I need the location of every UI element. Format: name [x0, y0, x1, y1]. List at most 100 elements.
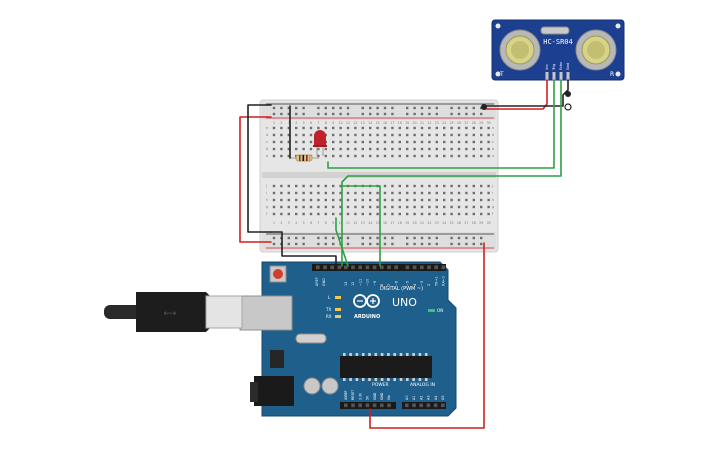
terminal-hole[interactable] — [295, 191, 298, 195]
rail-hole[interactable] — [383, 112, 387, 116]
terminal-hole[interactable] — [435, 198, 438, 202]
terminal-hole[interactable] — [280, 147, 283, 151]
terminal-hole[interactable] — [309, 184, 313, 188]
rail-hole[interactable] — [472, 106, 475, 110]
wire-red-5v[interactable] — [369, 242, 485, 429]
terminal-hole[interactable] — [302, 212, 305, 216]
terminal-hole[interactable] — [450, 147, 453, 151]
terminal-hole[interactable] — [309, 147, 313, 151]
digital-pin-hole[interactable] — [387, 265, 391, 270]
terminal-hole[interactable] — [324, 212, 327, 216]
terminal-hole[interactable] — [383, 133, 387, 137]
rail-hole[interactable] — [302, 242, 305, 246]
terminal-hole[interactable] — [435, 154, 438, 158]
terminal-hole[interactable] — [295, 133, 298, 137]
terminal-hole[interactable] — [487, 154, 490, 158]
terminal-hole[interactable] — [472, 205, 475, 209]
wire-black-arduino-gnd[interactable] — [270, 231, 337, 267]
rail-hole[interactable] — [346, 112, 350, 116]
terminal-hole[interactable] — [346, 198, 350, 202]
terminal-hole[interactable] — [369, 212, 372, 216]
terminal-hole[interactable] — [369, 154, 372, 158]
terminal-hole[interactable] — [332, 147, 335, 151]
terminal-hole[interactable] — [339, 212, 342, 216]
terminal-hole[interactable] — [472, 154, 475, 158]
terminal-hole[interactable] — [302, 147, 305, 151]
digital-pin-hole[interactable] — [365, 265, 370, 270]
terminal-hole[interactable] — [287, 147, 290, 151]
terminal-hole[interactable] — [480, 212, 483, 216]
terminal-hole[interactable] — [339, 205, 342, 209]
terminal-hole[interactable] — [280, 198, 283, 202]
terminal-hole[interactable] — [272, 140, 276, 144]
terminal-hole[interactable] — [287, 184, 290, 188]
terminal-hole[interactable] — [480, 140, 483, 144]
terminal-hole[interactable] — [346, 212, 350, 216]
terminal-hole[interactable] — [376, 140, 379, 144]
wire-green-pin-a[interactable] — [335, 217, 349, 267]
terminal-hole[interactable] — [480, 205, 483, 209]
rail-hole[interactable] — [272, 236, 276, 240]
terminal-hole[interactable] — [280, 154, 283, 158]
terminal-hole[interactable] — [346, 205, 350, 209]
rail-hole[interactable] — [295, 242, 298, 246]
rail-hole[interactable] — [391, 112, 394, 116]
terminal-hole[interactable] — [465, 140, 468, 144]
terminal-hole[interactable] — [376, 154, 379, 158]
terminal-hole[interactable] — [369, 126, 372, 130]
terminal-hole[interactable] — [428, 212, 431, 216]
terminal-hole[interactable] — [376, 198, 379, 202]
terminal-hole[interactable] — [383, 184, 387, 188]
rail-hole[interactable] — [465, 112, 468, 116]
analog-pin-hole[interactable] — [433, 403, 438, 408]
rail-hole[interactable] — [302, 112, 305, 116]
rail-hole[interactable] — [339, 236, 342, 240]
rail-hole[interactable] — [332, 112, 335, 116]
rail-hole[interactable] — [295, 236, 298, 240]
terminal-hole[interactable] — [280, 205, 283, 209]
rail-hole[interactable] — [428, 112, 431, 116]
rail-hole[interactable] — [272, 106, 276, 110]
terminal-hole[interactable] — [295, 126, 298, 130]
digital-pin-hole[interactable] — [420, 265, 424, 270]
terminal-hole[interactable] — [420, 205, 424, 209]
rail-hole[interactable] — [480, 112, 483, 116]
resistor[interactable] — [290, 154, 319, 162]
terminal-hole[interactable] — [302, 184, 305, 188]
terminal-hole[interactable] — [361, 205, 364, 209]
rail-hole[interactable] — [413, 236, 416, 240]
terminal-hole[interactable] — [280, 133, 283, 137]
rail-hole[interactable] — [406, 236, 409, 240]
terminal-hole[interactable] — [457, 191, 461, 195]
terminal-hole[interactable] — [465, 147, 468, 151]
terminal-hole[interactable] — [332, 191, 335, 195]
terminal-hole[interactable] — [398, 191, 401, 195]
rail-hole[interactable] — [287, 242, 290, 246]
terminal-hole[interactable] — [457, 140, 461, 144]
terminal-hole[interactable] — [398, 147, 401, 151]
terminal-hole[interactable] — [332, 133, 335, 137]
terminal-hole[interactable] — [465, 154, 468, 158]
terminal-hole[interactable] — [398, 133, 401, 137]
terminal-hole[interactable] — [413, 212, 416, 216]
terminal-hole[interactable] — [406, 154, 409, 158]
terminal-hole[interactable] — [413, 133, 416, 137]
terminal-hole[interactable] — [376, 191, 379, 195]
reset-button[interactable] — [273, 269, 283, 279]
terminal-hole[interactable] — [383, 205, 387, 209]
terminal-hole[interactable] — [487, 198, 490, 202]
terminal-hole[interactable] — [450, 198, 453, 202]
terminal-hole[interactable] — [354, 154, 357, 158]
terminal-hole[interactable] — [435, 133, 438, 137]
rail-hole[interactable] — [383, 236, 387, 240]
terminal-hole[interactable] — [443, 184, 446, 188]
digital-pin-hole[interactable] — [405, 265, 410, 270]
terminal-hole[interactable] — [272, 191, 276, 195]
terminal-hole[interactable] — [413, 126, 416, 130]
terminal-hole[interactable] — [376, 212, 379, 216]
terminal-hole[interactable] — [309, 191, 313, 195]
wire-black-rail-left[interactable] — [247, 104, 272, 233]
terminal-hole[interactable] — [480, 154, 483, 158]
rail-hole[interactable] — [406, 112, 409, 116]
